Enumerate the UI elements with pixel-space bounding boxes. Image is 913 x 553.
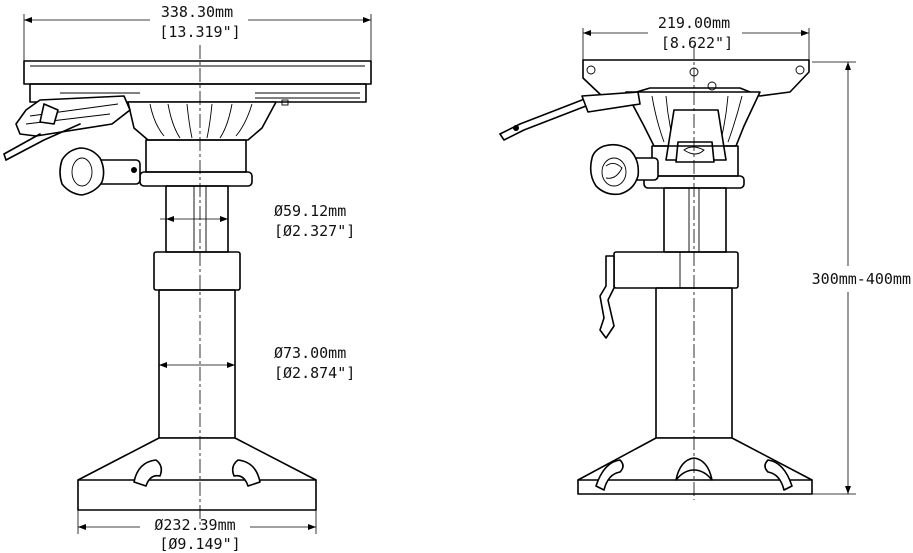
base bbox=[77, 437, 317, 511]
seat-depth-in: [8.622"] bbox=[661, 34, 733, 52]
upper-tube-dia-mm: Ø59.12mm bbox=[274, 202, 346, 220]
lower-tube-dia-mm: Ø73.00mm bbox=[274, 344, 346, 362]
height-range-label: 300mm-400mm bbox=[812, 270, 911, 288]
upper-tube-dia-in: [Ø2.327"] bbox=[274, 222, 355, 240]
seat-width-in: [13.319"] bbox=[159, 23, 240, 41]
swivel-housing bbox=[127, 101, 277, 187]
height-dimension bbox=[812, 61, 856, 495]
side-lever bbox=[499, 91, 641, 141]
tube-collar bbox=[153, 251, 241, 291]
base-dimension bbox=[77, 510, 317, 534]
lower-tube-dia-in: [Ø2.874"] bbox=[274, 364, 355, 382]
side-swivel-housing bbox=[625, 91, 761, 189]
lock-knob bbox=[59, 147, 141, 196]
lower-tube bbox=[158, 289, 236, 439]
upper-tube bbox=[160, 185, 229, 253]
seat-width-mm: 338.30mm bbox=[161, 3, 233, 21]
side-view bbox=[499, 28, 856, 500]
seat-bracket bbox=[582, 59, 810, 97]
side-collar bbox=[599, 251, 739, 339]
front-view bbox=[3, 14, 372, 534]
seat-plate bbox=[23, 60, 372, 106]
side-upper-tube bbox=[663, 187, 727, 253]
side-lock-knob bbox=[589, 143, 659, 196]
seat-depth-dimension bbox=[582, 28, 810, 60]
side-base bbox=[577, 437, 813, 495]
seat-depth-mm: 219.00mm bbox=[658, 14, 730, 32]
swivel-lever bbox=[3, 95, 131, 161]
base-dia-mm: Ø232.39mm bbox=[154, 516, 235, 534]
seat-width-dimension bbox=[23, 14, 372, 62]
base-dia-in: [Ø9.149"] bbox=[159, 535, 240, 553]
